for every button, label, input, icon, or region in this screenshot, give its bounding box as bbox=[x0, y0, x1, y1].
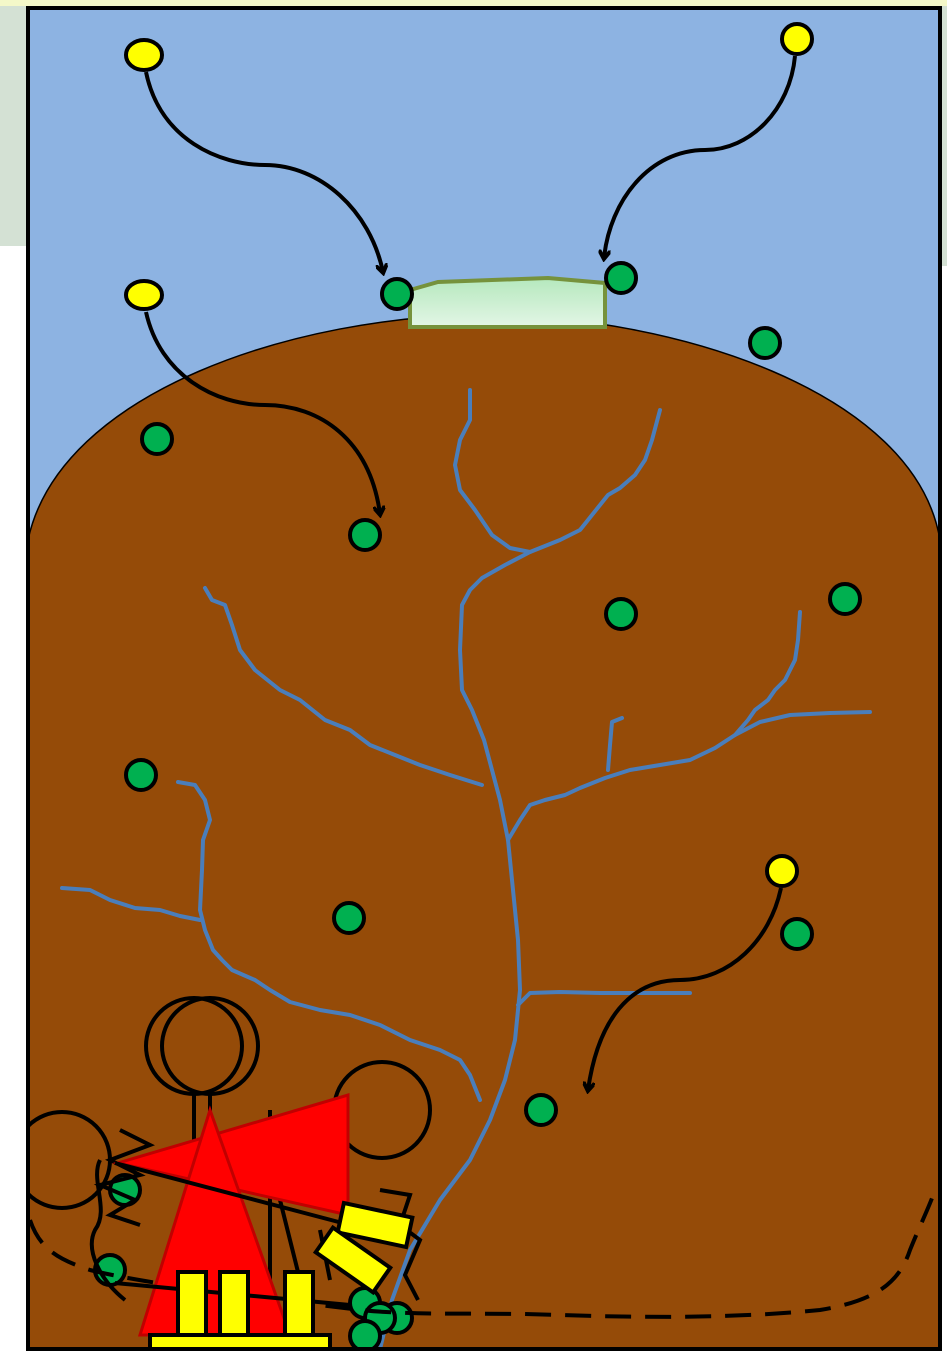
surface-pad bbox=[410, 278, 605, 327]
green-circle-icon bbox=[606, 599, 636, 629]
green-circle-icon bbox=[350, 1321, 380, 1351]
green-circle-icon bbox=[350, 520, 380, 550]
yellow-circle-icon bbox=[782, 24, 812, 54]
yellow-circle-icon bbox=[126, 281, 162, 309]
soil-mound bbox=[28, 315, 940, 1353]
yellow-circle-icon bbox=[126, 40, 162, 70]
green-circle-icon bbox=[142, 424, 172, 454]
green-circle-icon bbox=[782, 919, 812, 949]
green-circle-icon bbox=[382, 279, 412, 309]
green-circle-icon bbox=[126, 760, 156, 790]
yellow-circle-icon bbox=[767, 856, 797, 886]
green-circle-icon bbox=[606, 263, 636, 293]
green-circle-icon bbox=[830, 584, 860, 614]
green-circle-icon bbox=[750, 328, 780, 358]
green-circle-icon bbox=[334, 903, 364, 933]
green-circle-icon bbox=[526, 1095, 556, 1125]
